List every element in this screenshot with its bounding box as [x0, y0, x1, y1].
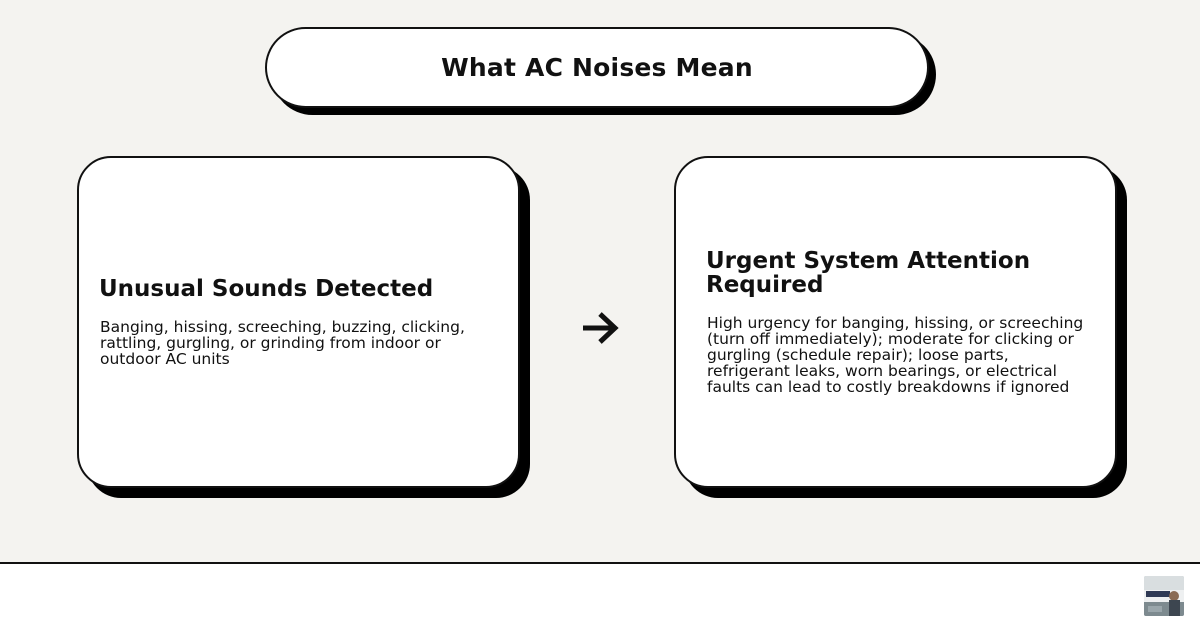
footer-bar — [0, 562, 1200, 630]
card-cause-title: Unusual Sounds Detected — [99, 276, 434, 302]
company-logo-icon — [1144, 576, 1184, 616]
diagram-title: What AC Noises Mean — [441, 53, 753, 82]
card-effect-title: Urgent System Attention Required — [706, 248, 1031, 298]
card-effect-body: High urgency for banging, hissing, or sc… — [707, 314, 1084, 396]
company-logo-graphic — [1144, 576, 1184, 616]
diagram-canvas: What AC Noises Mean Unusual Sounds Detec… — [77, 27, 1117, 488]
card-cause: Unusual Sounds Detected Banging, hissing… — [77, 156, 520, 488]
title-pill: What AC Noises Mean — [265, 27, 929, 108]
card-cause-body: Banging, hissing, screeching, buzzing, c… — [100, 318, 465, 368]
arrow-right-icon-graphic — [583, 312, 619, 344]
arrow-right-icon — [575, 300, 625, 356]
card-effect: Urgent System Attention Required High ur… — [674, 156, 1117, 488]
